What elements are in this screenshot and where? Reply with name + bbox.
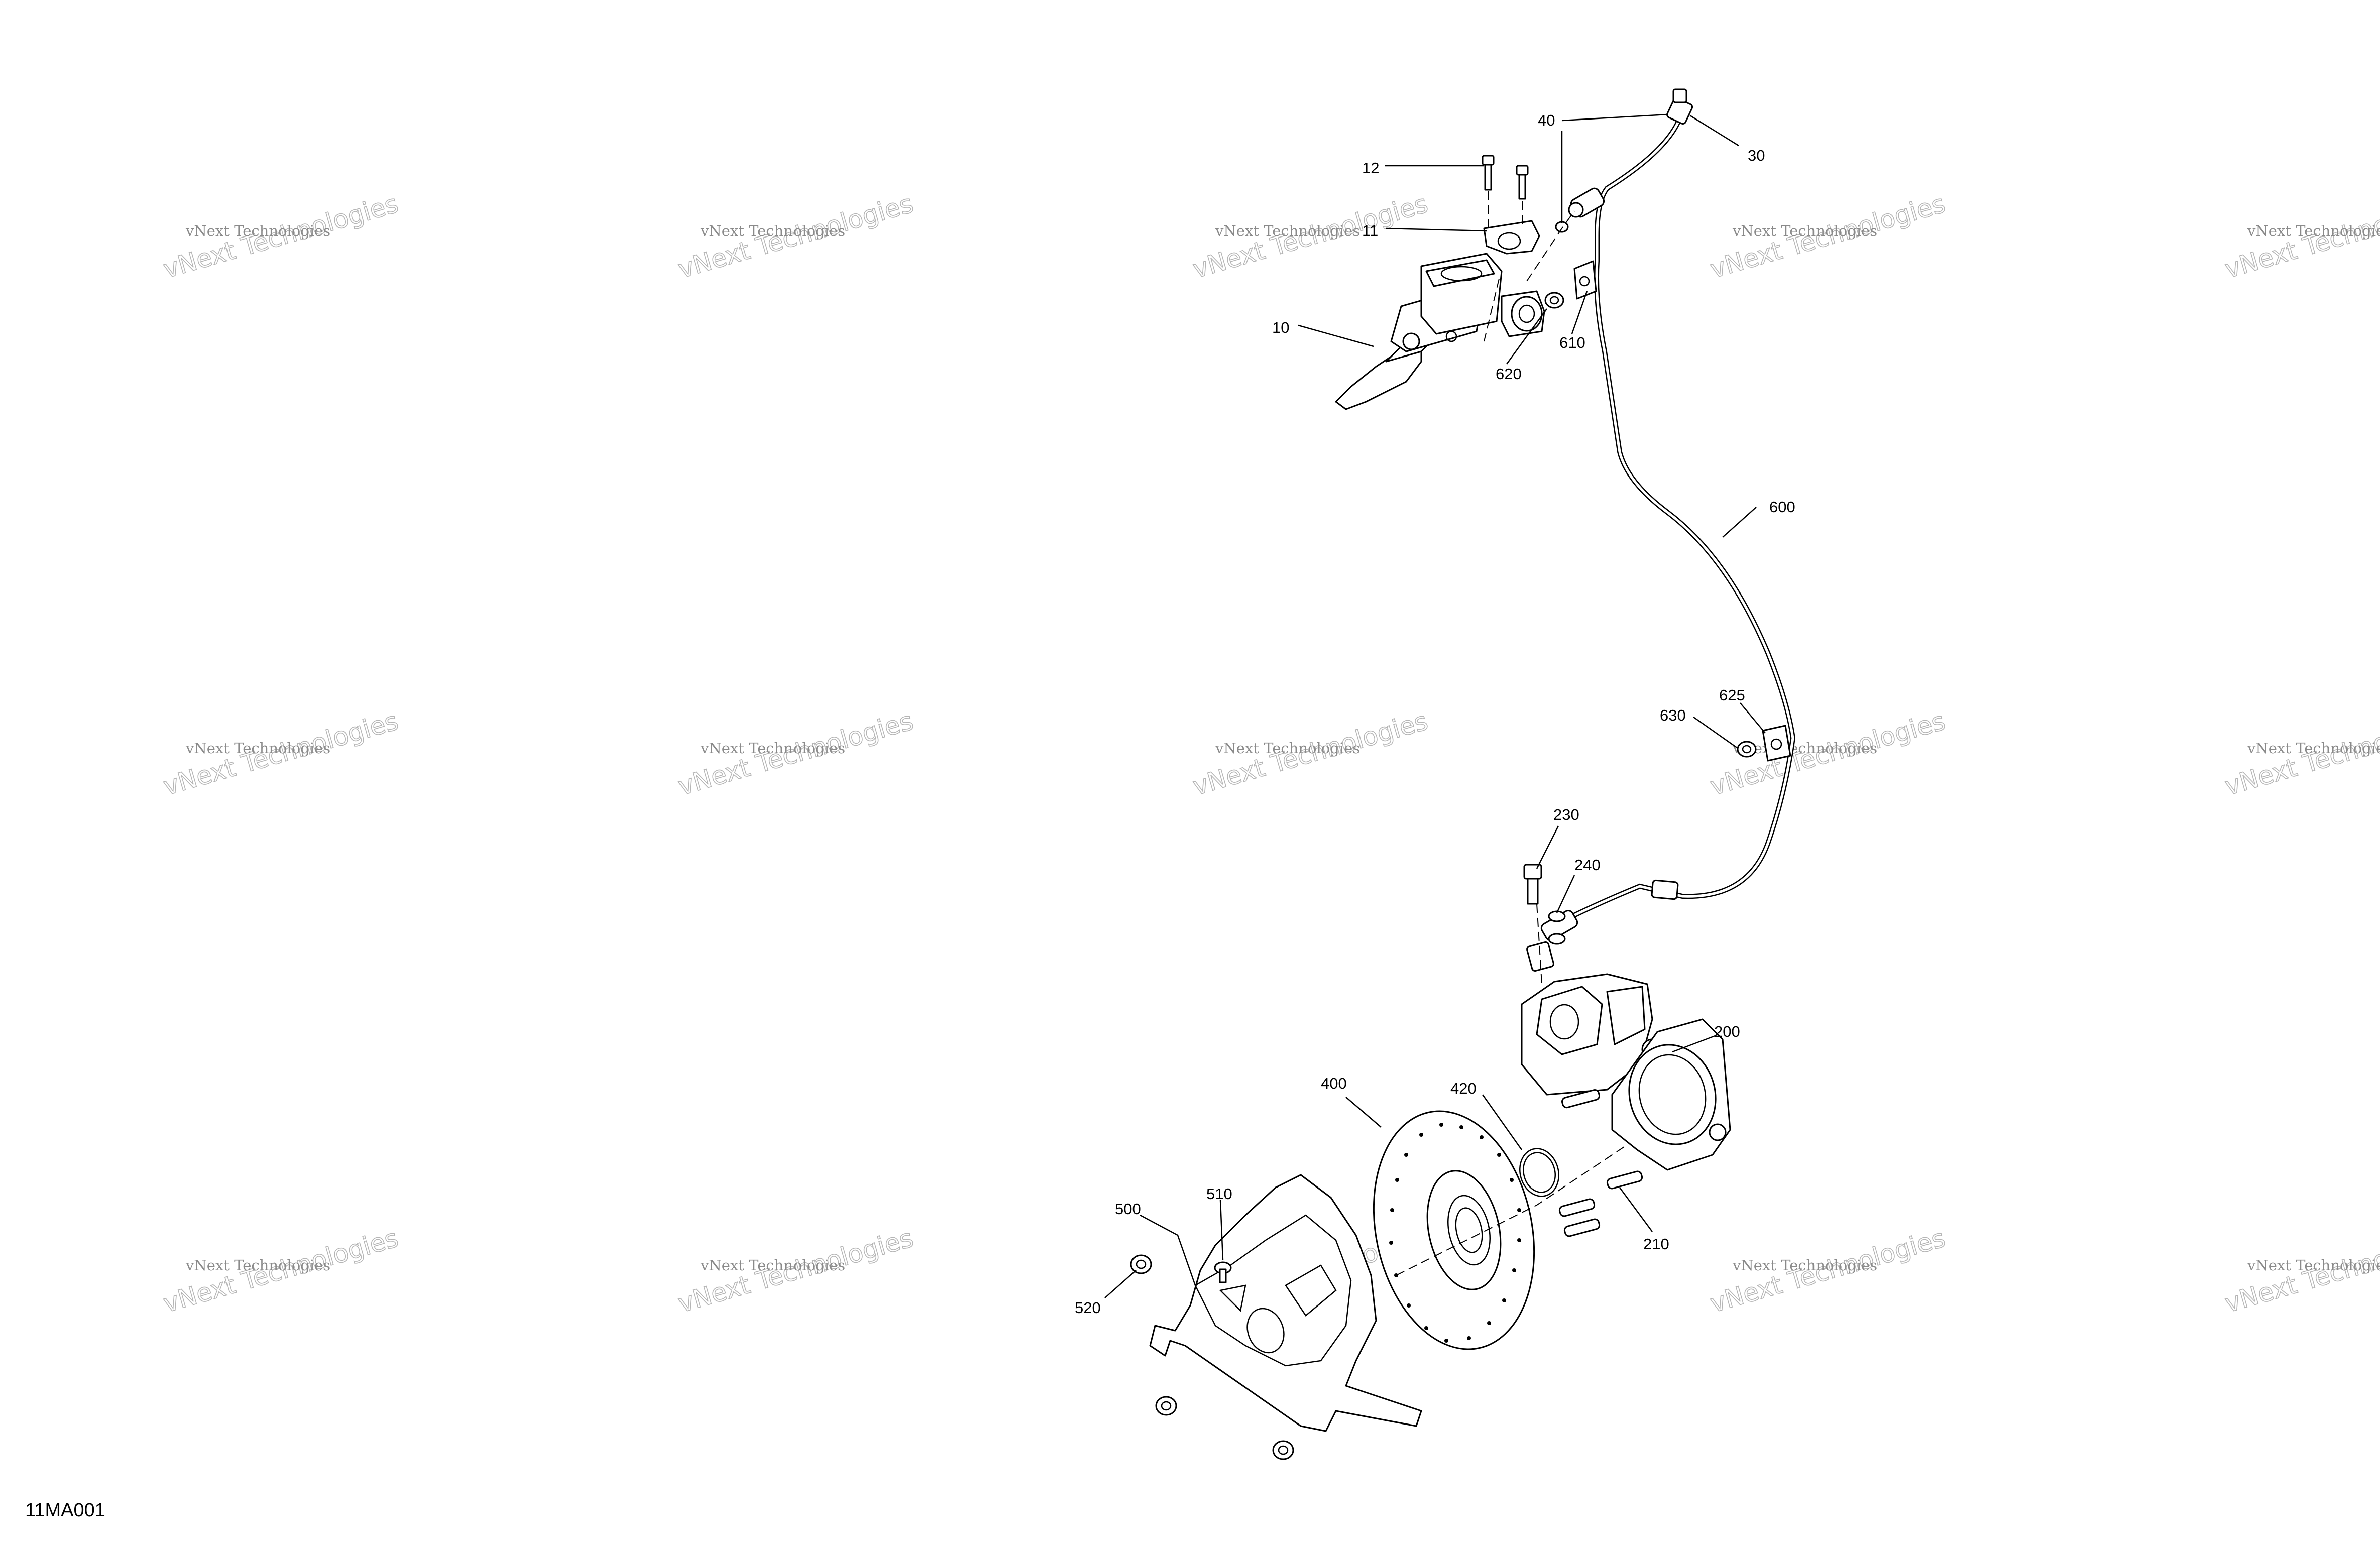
svg-text:vNext Technologies: vNext Technologies <box>700 740 845 757</box>
brake-disc-400 <box>1373 1110 1535 1350</box>
watermark: vNext Technologies vNext Technologies <box>1707 189 1949 285</box>
disc-vent-holes <box>1389 1123 1521 1343</box>
svg-text:vNext Technologies: vNext Technologies <box>1215 222 1360 240</box>
banjo-bolt-230 <box>1523 864 1542 905</box>
svg-text:vNext Technologies: vNext Technologies <box>700 1257 845 1274</box>
callout-30: 30 <box>1748 147 1765 164</box>
callout-625: 625 <box>1719 686 1745 704</box>
watermark: vNext Technologies vNext Technologies <box>160 189 402 285</box>
callout-labels: 10 11 12 30 40 200 210 230 240 400 420 5… <box>1075 111 1795 1317</box>
callout-10: 10 <box>1272 319 1289 336</box>
callout-210: 210 <box>1643 1235 1669 1253</box>
nut-620 <box>1544 292 1564 309</box>
caliper-bracket <box>1611 1018 1731 1171</box>
assembly-line <box>1396 1144 1628 1276</box>
callout-400: 400 <box>1321 1075 1347 1092</box>
callout-610: 610 <box>1559 334 1585 351</box>
watermark: vNext Technologies vNext Technologies <box>674 706 917 802</box>
svg-text:vNext Technologies: vNext Technologies <box>1732 222 1877 240</box>
callout-40: 40 <box>1538 111 1555 129</box>
callout-630: 630 <box>1660 706 1686 724</box>
watermark: vNext Technologies vNext Technologies <box>2221 706 2380 802</box>
callout-12: 12 <box>1362 159 1379 177</box>
banjo-fitting-lower <box>1540 879 1679 941</box>
clamp-11 <box>1483 220 1540 255</box>
assembly-line <box>1484 191 1575 342</box>
master-cylinder-assembly <box>1335 253 1545 410</box>
callout-600: 600 <box>1769 498 1795 516</box>
hose-clip-610 <box>1573 260 1597 300</box>
disc-guard-500 <box>1149 1174 1422 1432</box>
svg-text:vNext Technologies: vNext Technologies <box>2247 222 2380 240</box>
brake-hose <box>1564 115 1796 921</box>
callout-510: 510 <box>1206 1185 1232 1203</box>
screw-12-left <box>1482 155 1495 191</box>
nut-520 <box>1130 1254 1152 1274</box>
watermark: vNext Technologies vNext Technologies <box>1189 189 1431 285</box>
bolt-210-upper <box>1561 1089 1601 1109</box>
callout-200: 200 <box>1714 1023 1740 1040</box>
washer-240 <box>1548 910 1566 945</box>
nut-lower-1 <box>1155 1396 1177 1416</box>
svg-text:vNext Technologies: vNext Technologies <box>1732 1257 1877 1274</box>
screw-510 <box>1214 1261 1232 1283</box>
screw-12-right <box>1516 165 1529 200</box>
watermark: vNext Technologies vNext Technologies <box>1189 706 1431 802</box>
watermark: vNext Technologies vNext Technologies <box>674 189 917 285</box>
watermark: vNext Technologies vNext Technologies <box>160 706 402 802</box>
callout-240: 240 <box>1574 856 1601 874</box>
callout-620: 620 <box>1496 365 1522 383</box>
bolt-near-disc-lower <box>1558 1198 1601 1237</box>
leader-lines <box>1104 113 1766 1298</box>
callout-520: 520 <box>1075 1299 1101 1317</box>
hose-bracket-625 <box>1762 725 1791 762</box>
svg-text:vNext Technologies: vNext Technologies <box>185 1257 330 1274</box>
svg-text:vNext Technologies: vNext Technologies <box>185 740 330 757</box>
hose-fitting-upper <box>1666 88 1693 125</box>
nut-lower-2 <box>1272 1440 1294 1460</box>
watermark: vNext Technologies vNext Technologies <box>2221 1223 2380 1319</box>
svg-text:vNext Technologies: vNext Technologies <box>2247 740 2380 757</box>
nut-630 <box>1737 741 1757 758</box>
callout-500: 500 <box>1115 1200 1141 1218</box>
svg-text:vNext Technologies: vNext Technologies <box>1215 740 1360 757</box>
watermark-layer: vNext Technologies vNext Technologies vN… <box>160 189 2380 1319</box>
callout-420: 420 <box>1450 1080 1477 1097</box>
svg-text:vNext Technologies: vNext Technologies <box>700 222 845 240</box>
svg-text:vNext Technologies: vNext Technologies <box>185 222 330 240</box>
banjo-fitting-upper <box>1568 187 1605 218</box>
watermark: vNext Technologies vNext Technologies <box>2221 189 2380 285</box>
callout-230: 230 <box>1553 806 1579 823</box>
o-ring-420 <box>1519 1148 1560 1197</box>
bolt-210-lower <box>1606 1170 1643 1190</box>
figure-code: 11MA001 <box>25 1500 105 1521</box>
watermark: vNext Technologies vNext Technologies <box>160 1223 402 1319</box>
watermark: vNext Technologies vNext Technologies <box>1707 1223 1949 1319</box>
watermark: vNext Technologies vNext Technologies <box>674 1223 917 1319</box>
callout-11: 11 <box>1362 222 1378 240</box>
svg-text:vNext Technologies: vNext Technologies <box>2247 1257 2380 1274</box>
